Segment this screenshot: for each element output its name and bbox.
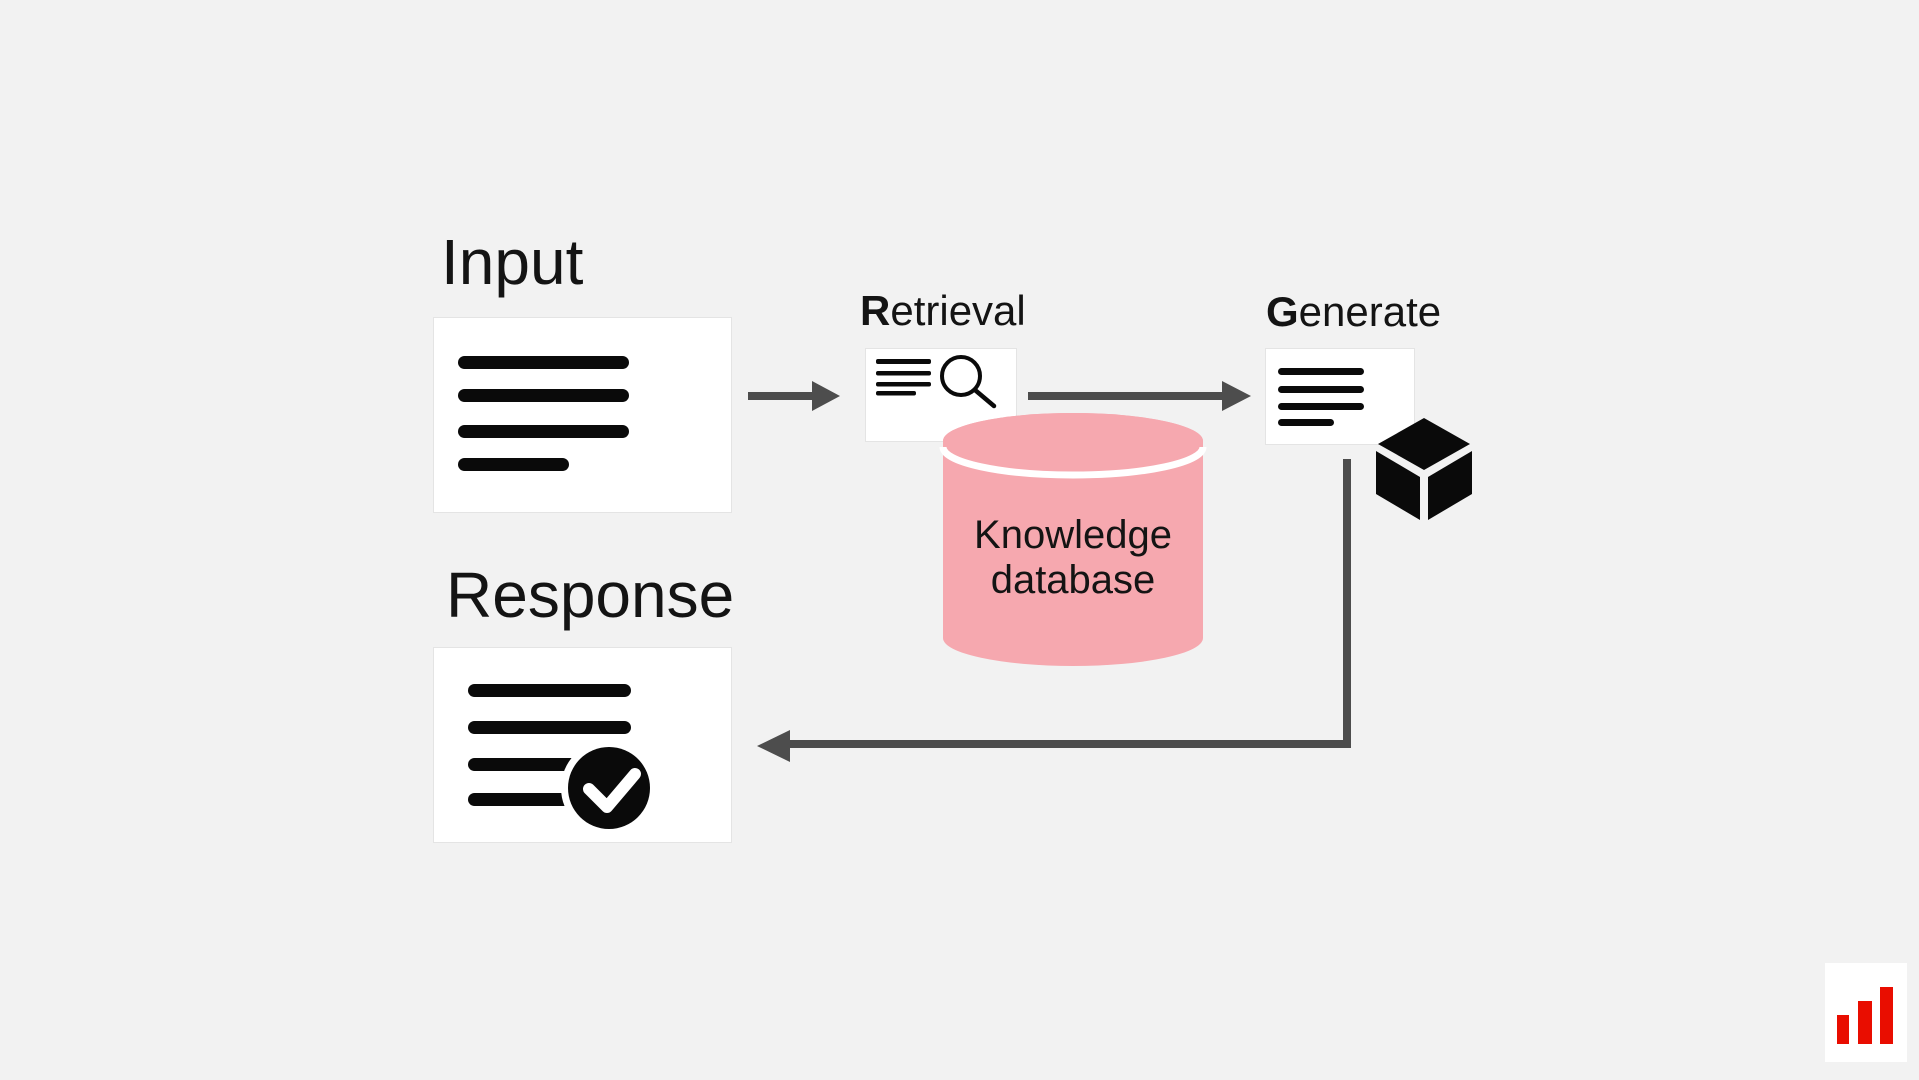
database-label: Knowledge database: [943, 513, 1203, 603]
input-card: [433, 317, 732, 513]
document-search-icon: [876, 355, 997, 409]
arrow-generate-to-response: [757, 459, 1351, 762]
retrieval-card: [865, 348, 1017, 442]
response-card: [433, 647, 732, 843]
generate-label: Generate: [1266, 291, 1441, 333]
retrieval-label-lead: R: [860, 287, 891, 334]
database-label-line1: Knowledge: [974, 513, 1172, 557]
generate-card: [1265, 348, 1415, 445]
generate-label-rest: enerate: [1298, 288, 1442, 335]
generate-label-lead: G: [1266, 288, 1299, 335]
database-label-line2: database: [990, 558, 1156, 602]
response-label: Response: [446, 559, 735, 631]
check-circle-icon: [568, 747, 650, 829]
retrieval-label: Retrieval: [860, 290, 1026, 332]
retrieval-label-rest: etrieval: [890, 287, 1026, 334]
arrow-retrieval-to-generate: [1028, 381, 1251, 411]
bar-chart-logo-icon: [1825, 963, 1907, 1062]
arrow-input-to-retrieval: [748, 381, 840, 411]
input-label: Input: [441, 226, 584, 298]
